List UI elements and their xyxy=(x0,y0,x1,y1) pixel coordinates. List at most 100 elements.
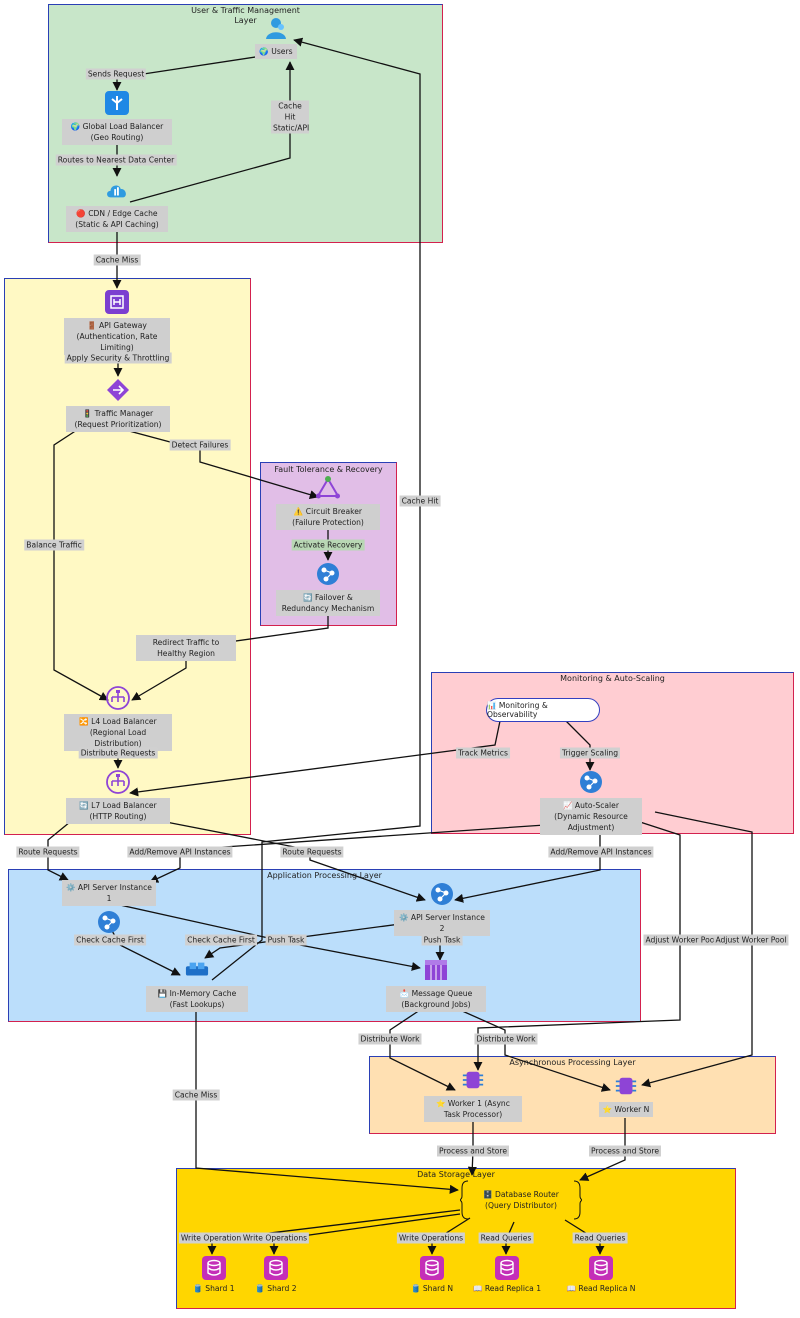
read-replica-n-node[interactable]: 📖 Read Replica N xyxy=(564,1256,638,1293)
api-server-2-node[interactable]: ⚙️ API Server Instance 2 xyxy=(394,882,490,936)
edge-label: Cache Hit xyxy=(399,495,441,507)
edge-label: Trigger Scaling xyxy=(559,747,621,759)
node-label: 📖 Read Replica 1 xyxy=(472,1284,542,1293)
l4-load-balancer-node[interactable]: 🔀 L4 Load Balancer (Regional Load Distri… xyxy=(64,686,172,751)
node-label: 🛢️ Shard N xyxy=(410,1284,454,1293)
edge-label: Distribute Work xyxy=(358,1033,422,1045)
edge-label: Check Cache First xyxy=(185,934,257,946)
l7-balancer-icon xyxy=(106,770,130,794)
node-label: 🌍 Users xyxy=(255,44,297,59)
edge-label: Route Requests xyxy=(280,846,344,858)
worker-n-node[interactable]: ⭐ Worker N xyxy=(596,1074,656,1117)
cloud-icon xyxy=(105,178,129,202)
triangle-network-icon xyxy=(316,476,340,500)
edge-label: Process and Store xyxy=(589,1145,661,1157)
node-label: ⚙️ API Server Instance 2 xyxy=(394,910,490,936)
edge-label: Route Requests xyxy=(16,846,80,858)
layer-title: Asynchronous Processing Layer xyxy=(509,1058,636,1067)
cache-icon xyxy=(185,958,209,982)
layer-title: Fault Tolerance & Recovery xyxy=(274,465,383,474)
l7-load-balancer-node[interactable]: 🔄 L7 Load Balancer (HTTP Routing) xyxy=(66,770,170,824)
user-icon xyxy=(264,16,288,40)
node-label: 🚪 API Gateway (Authentication, Rate Limi… xyxy=(64,318,170,355)
edge-label: Activate Recovery xyxy=(291,539,365,551)
edge-label: Distribute Work xyxy=(474,1033,538,1045)
failover-node[interactable]: 🔄 Failover & Redundancy Mechanism xyxy=(276,562,380,616)
node-label: ⚙️ API Server Instance 1 xyxy=(62,880,156,906)
node-label: ⭐ Worker N xyxy=(598,1102,654,1117)
edge-label: Routes to Nearest Data Center xyxy=(55,154,177,166)
load-balancer-icon xyxy=(105,91,129,115)
edge-label: Push Task xyxy=(421,934,463,946)
node-label: 📖 Read Replica N xyxy=(566,1284,636,1293)
layer-title: User & Traffic Management Layer xyxy=(191,6,300,25)
api-server-1-node[interactable]: ⚙️ API Server Instance 1 xyxy=(62,880,156,934)
edge-label: Apply Security & Throttling xyxy=(64,352,172,364)
edge-label: Distribute Requests xyxy=(78,747,158,759)
node-label: ⚠️ Circuit Breaker (Failure Protection) xyxy=(276,504,380,530)
edge-label: Read Queries xyxy=(478,1232,534,1244)
shard-1-node[interactable]: 🛢️ Shard 1 xyxy=(186,1256,242,1293)
database-router-node[interactable]: 🗄️ Database Router (Query Distributor) xyxy=(460,1180,582,1220)
monitoring-observability-node[interactable]: 📊 Monitoring & Observability xyxy=(486,698,600,722)
node-label: 🔀 L4 Load Balancer (Regional Load Distri… xyxy=(64,714,172,751)
service-icon xyxy=(430,882,454,906)
node-label: 🔄 Failover & Redundancy Mechanism xyxy=(276,590,380,616)
node-label: 🌍 Global Load Balancer (Geo Routing) xyxy=(62,119,172,145)
edge-label: Write Operations xyxy=(178,1232,248,1244)
database-icon xyxy=(264,1256,288,1280)
database-icon xyxy=(202,1256,226,1280)
circuit-breaker-node[interactable]: ⚠️ Circuit Breaker (Failure Protection) xyxy=(276,476,380,530)
node-label: 📩 Message Queue (Background Jobs) xyxy=(386,986,486,1012)
edge-label: Cache Miss xyxy=(172,1089,220,1101)
global-load-balancer-node[interactable]: 🌍 Global Load Balancer (Geo Routing) xyxy=(62,91,172,145)
l4-balancer-icon xyxy=(106,686,130,710)
edge-label: Adjust Worker Pool xyxy=(713,934,789,946)
queue-icon xyxy=(424,958,448,982)
api-gateway-icon xyxy=(105,290,129,314)
edge-label: Process and Store xyxy=(437,1145,509,1157)
layer-title: Monitoring & Auto-Scaling xyxy=(560,674,665,683)
node-label: 💾 In-Memory Cache (Fast Lookups) xyxy=(146,986,248,1012)
edge-label: Write Operations xyxy=(240,1232,310,1244)
node-label: ⭐ Worker 1 (Async Task Processor) xyxy=(424,1096,522,1122)
in-memory-cache-node[interactable]: 💾 In-Memory Cache (Fast Lookups) xyxy=(146,958,248,1012)
edge-label: Check Cache First xyxy=(74,934,146,946)
edge-label: Add/Remove API Instances xyxy=(127,846,233,858)
node-label: 📈 Auto-Scaler (Dynamic Resource Adjustme… xyxy=(540,798,642,835)
traffic-manager-icon xyxy=(106,378,130,402)
database-icon xyxy=(495,1256,519,1280)
edge-label: Balance Traffic xyxy=(24,539,84,551)
edge-label: Cache Hit Static/API xyxy=(271,100,310,134)
autoscale-icon xyxy=(579,770,603,794)
service-icon xyxy=(97,910,121,934)
worker-1-node[interactable]: ⭐ Worker 1 (Async Task Processor) xyxy=(424,1068,522,1122)
users-node[interactable]: 🌍 Users xyxy=(236,16,316,59)
message-queue-node[interactable]: 📩 Message Queue (Background Jobs) xyxy=(386,958,486,1012)
traffic-manager-node[interactable]: 🚦 Traffic Manager (Request Prioritizatio… xyxy=(66,378,170,432)
read-replica-1-node[interactable]: 📖 Read Replica 1 xyxy=(472,1256,542,1293)
node-label: 🔴 CDN / Edge Cache (Static & API Caching… xyxy=(66,206,168,232)
edge-label: Detect Failures xyxy=(169,439,231,451)
node-label: 🛢️ Shard 2 xyxy=(255,1284,297,1293)
edge-autoscaler-workern xyxy=(641,811,753,1088)
layer-title: Data Storage Layer xyxy=(417,1170,495,1179)
api-gateway-node[interactable]: 🚪 API Gateway (Authentication, Rate Limi… xyxy=(64,290,170,355)
edge-label: Add/Remove API Instances xyxy=(548,846,654,858)
database-icon xyxy=(589,1256,613,1280)
database-icon xyxy=(420,1256,444,1280)
node-label: 🗄️ Database Router (Query Distributor) xyxy=(483,1190,559,1210)
shard-n-node[interactable]: 🛢️ Shard N xyxy=(404,1256,460,1293)
worker-icon xyxy=(461,1068,485,1092)
edge-label: Track Metrics xyxy=(456,747,510,759)
edge-label: Write Operations xyxy=(396,1232,466,1244)
node-label: 📊 Monitoring & Observability xyxy=(487,701,548,719)
shard-2-node[interactable]: 🛢️ Shard 2 xyxy=(248,1256,304,1293)
edge-label: Cache Miss xyxy=(93,254,141,266)
auto-scaler-node[interactable]: 📈 Auto-Scaler (Dynamic Resource Adjustme… xyxy=(540,770,642,835)
node-label: 🔄 L7 Load Balancer (HTTP Routing) xyxy=(66,798,170,824)
node-label: 🛢️ Shard 1 xyxy=(193,1284,235,1293)
service-icon xyxy=(316,562,340,586)
edge-label: Read Queries xyxy=(572,1232,628,1244)
cdn-edge-cache-node[interactable]: 🔴 CDN / Edge Cache (Static & API Caching… xyxy=(66,178,168,232)
